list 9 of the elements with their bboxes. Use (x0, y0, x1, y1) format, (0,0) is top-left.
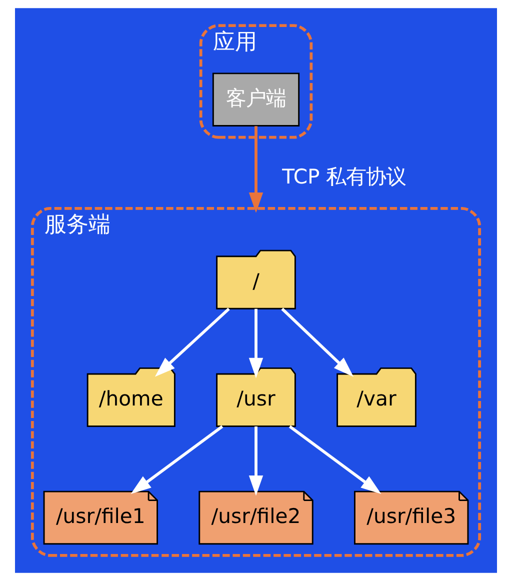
arrow (130, 425, 223, 494)
arrow (248, 308, 263, 378)
edge-label: TCP 私有协议 (282, 164, 406, 188)
arrow (288, 425, 381, 494)
arrow (248, 426, 263, 496)
node-box: 客户端 (212, 72, 300, 126)
arrow (248, 126, 263, 213)
arrow (154, 308, 230, 377)
arrow (280, 308, 354, 377)
